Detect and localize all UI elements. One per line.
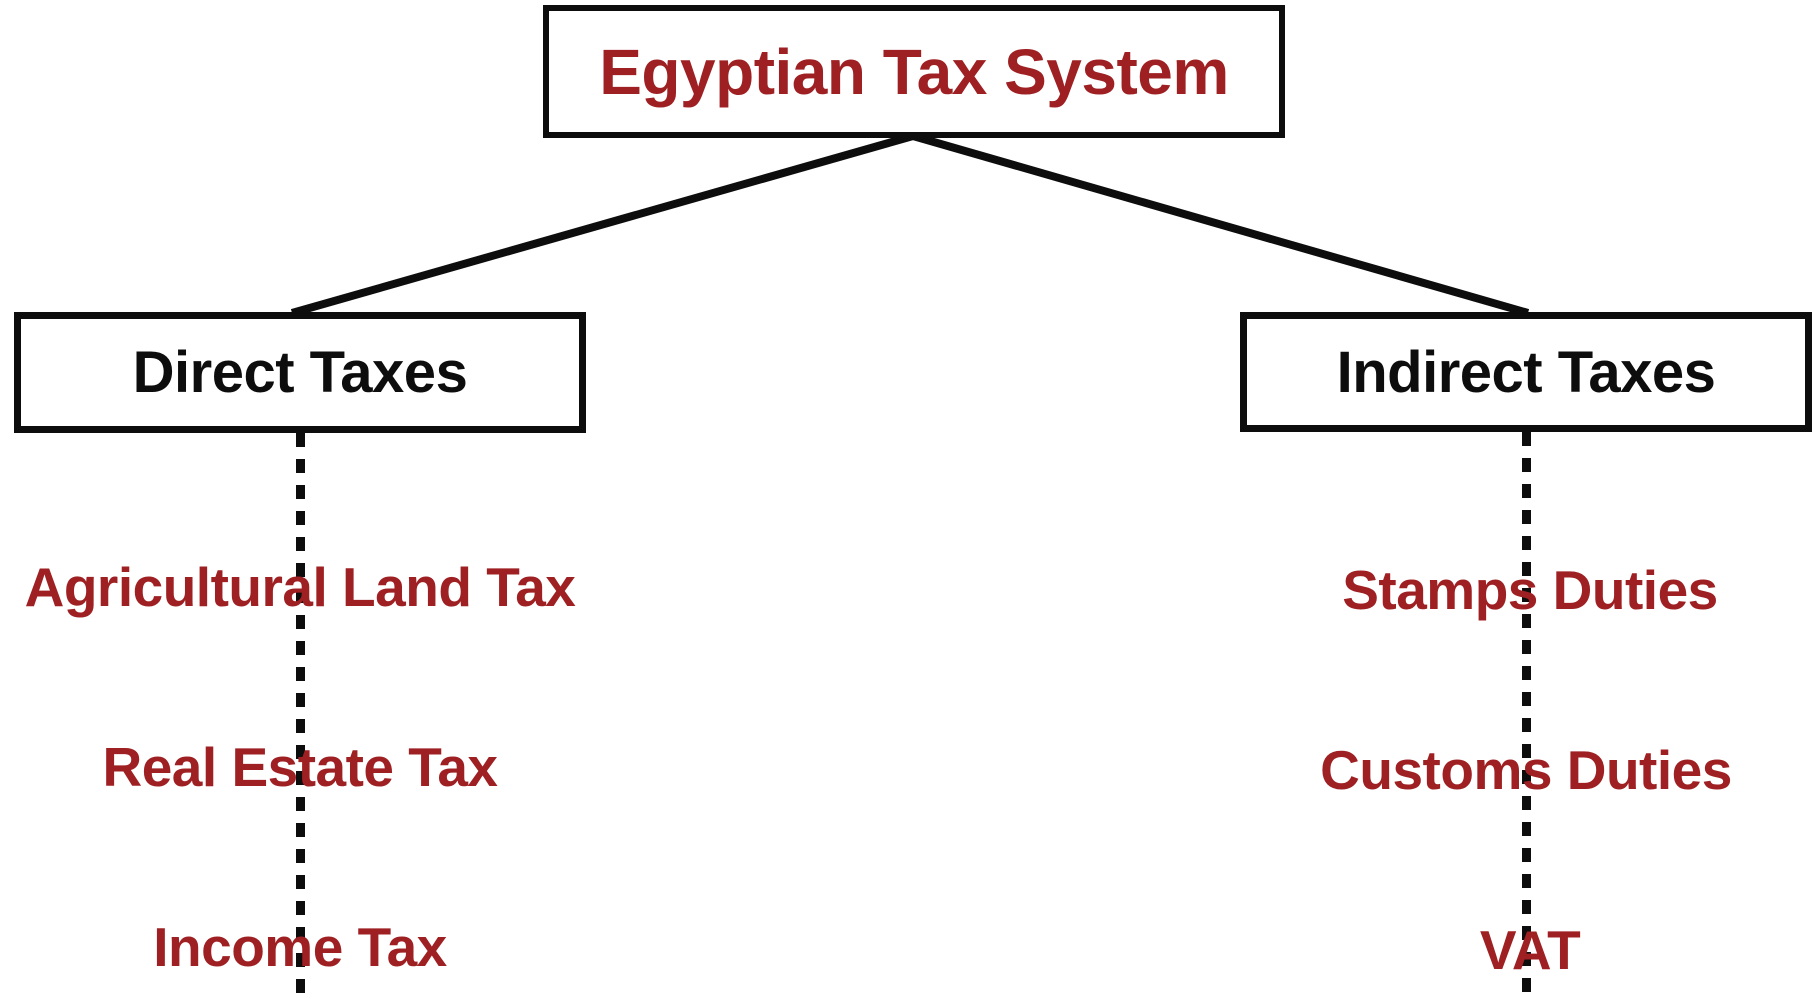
node-root-label: Egyptian Tax System [599, 35, 1229, 108]
leaf-income-tax: Income Tax [153, 916, 447, 978]
node-indirect-taxes-label: Indirect Taxes [1336, 339, 1716, 405]
leaf-vat: VAT [1479, 919, 1581, 981]
connector-root-to-direct [290, 132, 915, 317]
node-direct-taxes-label: Direct Taxes [132, 340, 468, 405]
dotted-stem-direct-taxes [296, 433, 305, 999]
dotted-stem-indirect-taxes [1522, 432, 1531, 999]
node-direct-taxes: Direct Taxes [14, 312, 586, 433]
leaf-agricultural-land-tax: Agricultural Land Tax [24, 556, 576, 618]
node-indirect-taxes: Indirect Taxes [1240, 312, 1812, 432]
connector-root-to-indirect [911, 132, 1530, 317]
node-root-egyptian-tax-system: Egyptian Tax System [543, 5, 1285, 138]
leaf-real-estate-tax: Real Estate Tax [102, 736, 498, 798]
leaf-customs-duties: Customs Duties [1320, 739, 1732, 801]
leaf-stamps-duties: Stamps Duties [1342, 559, 1718, 621]
